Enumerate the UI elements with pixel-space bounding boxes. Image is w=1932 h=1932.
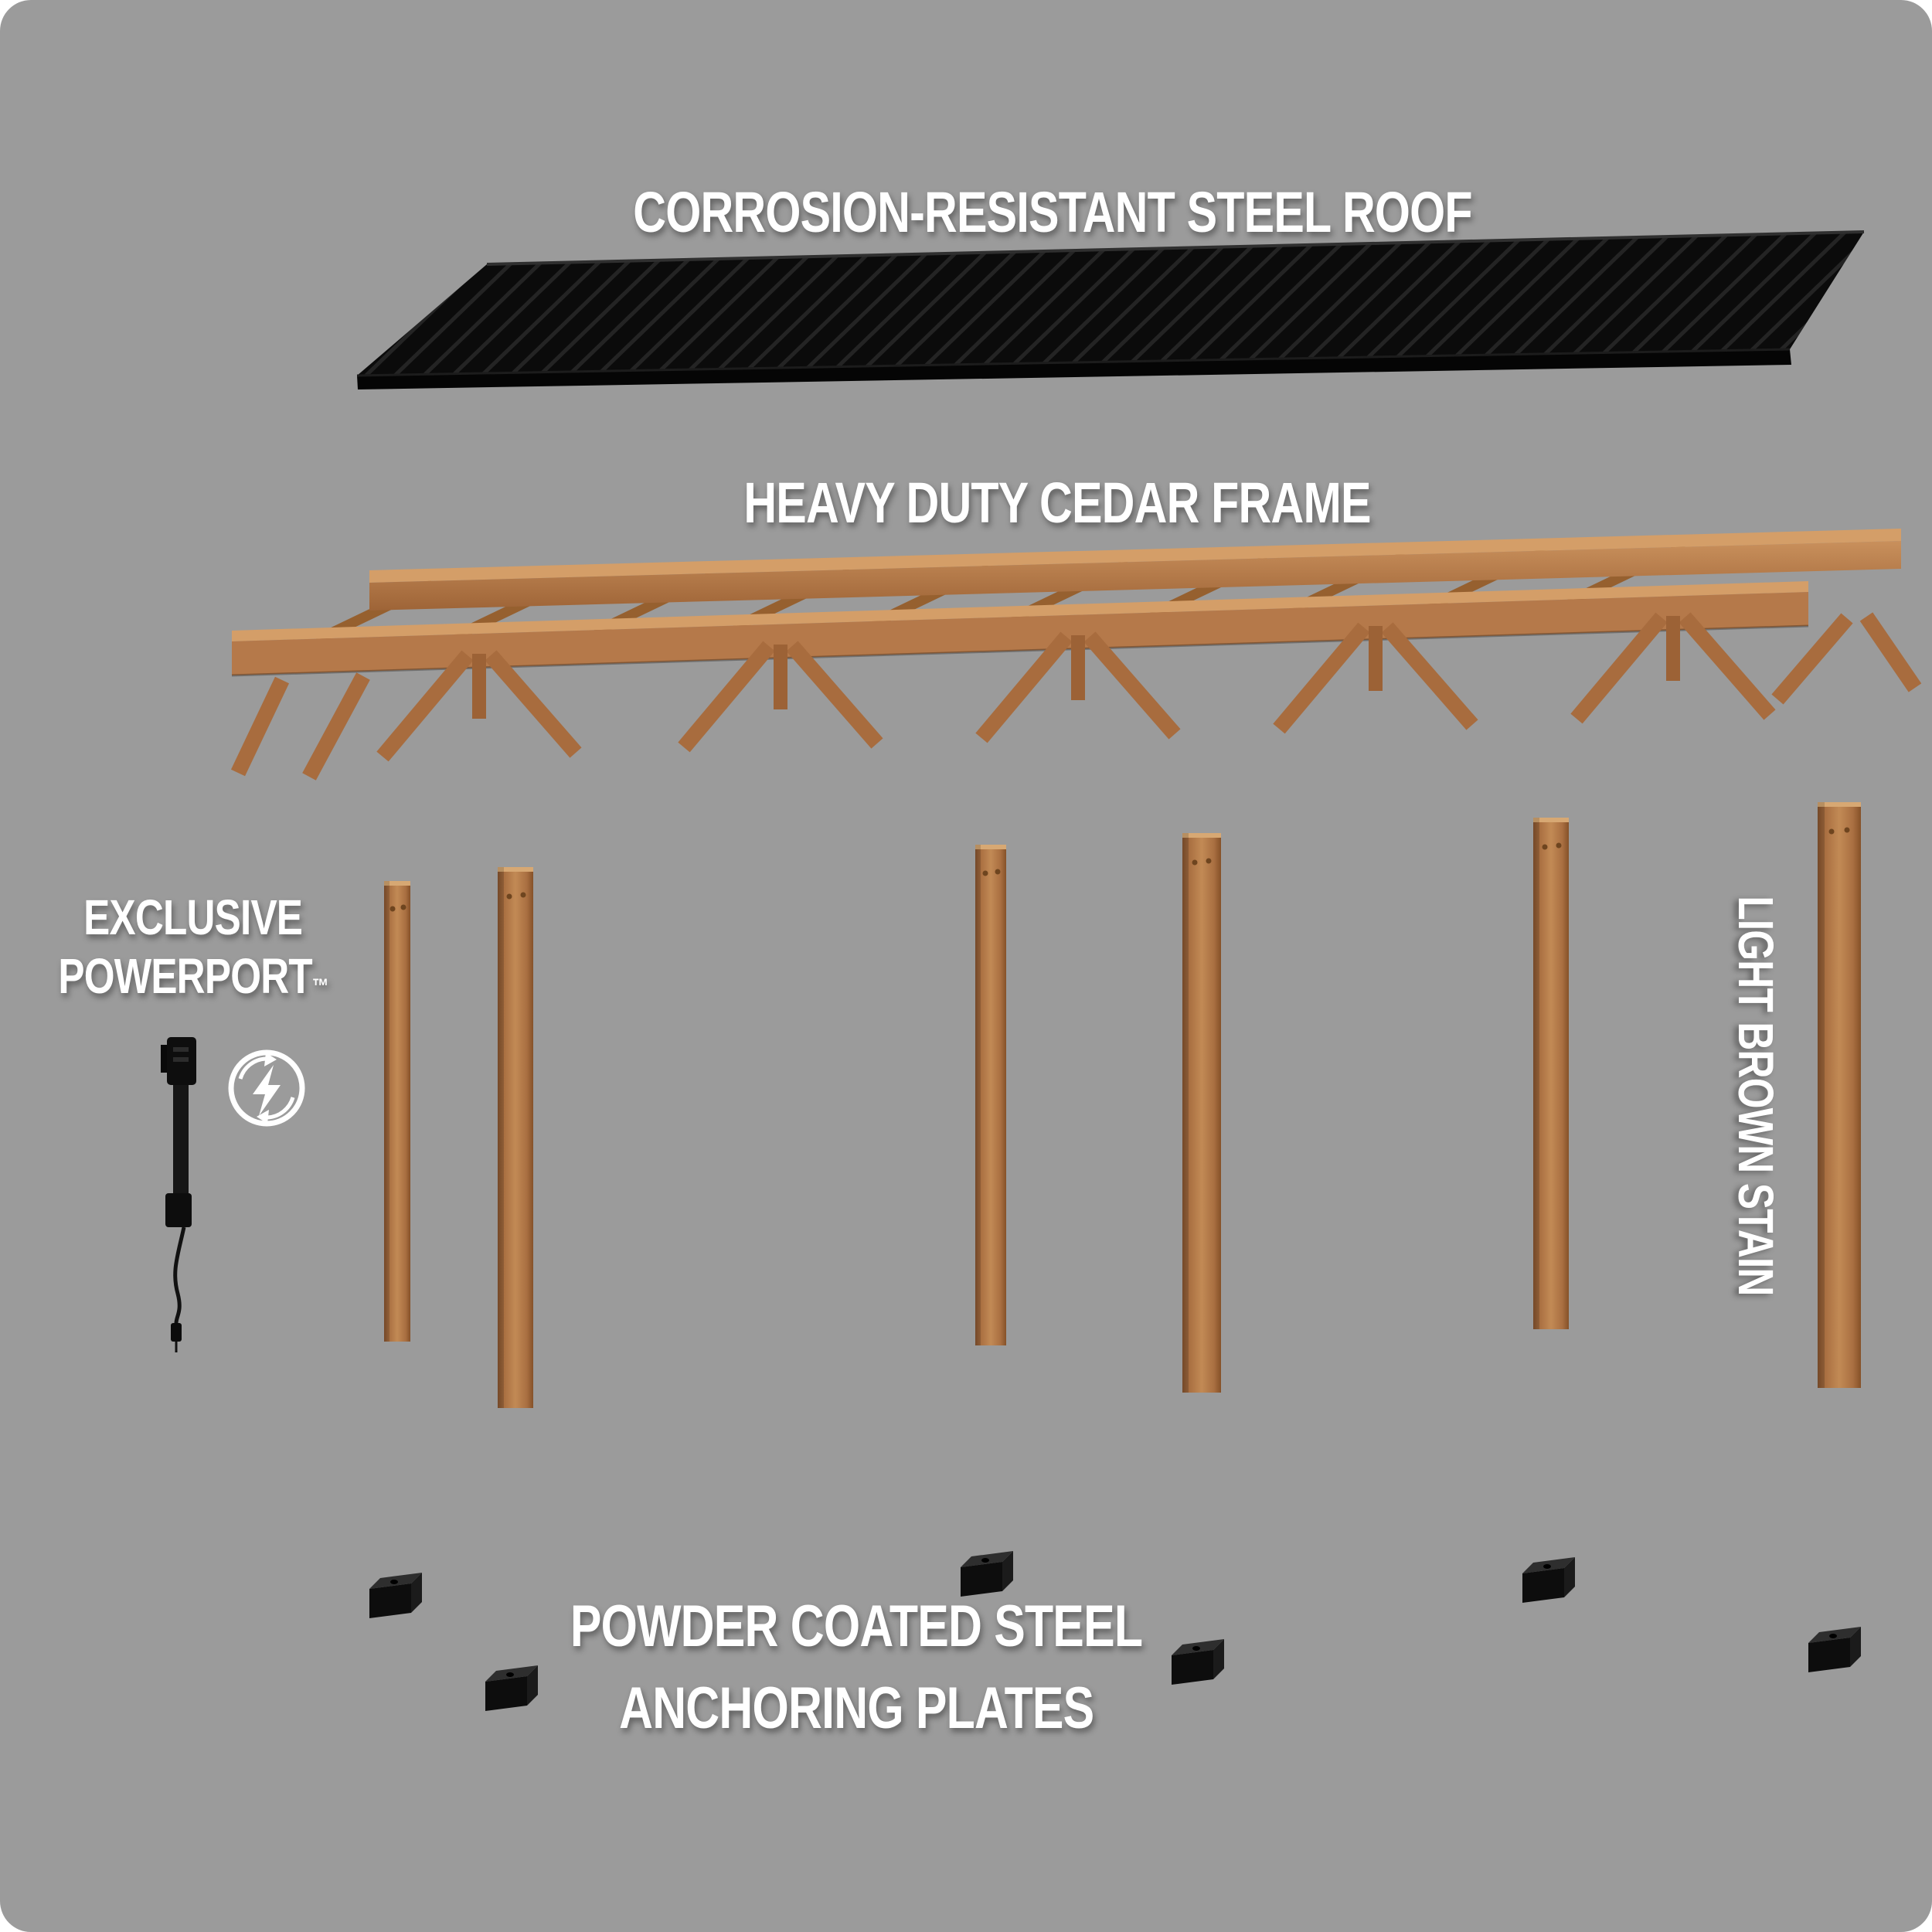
anchor-plates [369,1551,1861,1711]
frame-label: HEAVY DUTY CEDAR FRAME [665,470,1449,536]
cedar-post [384,881,410,1342]
anchor-label-line1: POWDER COATED STEEL [570,1594,1143,1659]
anchor-plate [1172,1639,1224,1685]
anchor-plate [1808,1627,1861,1672]
lightning-bolt-circle-icon [228,1049,305,1127]
cedar-post [498,867,533,1408]
frame-label-text: HEAVY DUTY CEDAR FRAME [743,471,1371,535]
cedar-post [975,845,1006,1345]
anchor-plates-label: POWDER COATED STEEL ANCHORING PLATES [498,1586,1213,1750]
anchor-label-line2: ANCHORING PLATES [618,1675,1094,1742]
cedar-posts [384,802,1861,1408]
cedar-frame [230,529,1922,781]
anchor-plate [485,1665,538,1711]
anchor-plate [369,1573,422,1618]
roof-label-text: CORROSION-RESISTANT STEEL ROOF [633,180,1472,244]
trademark-symbol: ™ [311,974,328,998]
powerport-device [161,1037,196,1352]
cedar-post [1818,802,1861,1388]
powerport-label: EXCLUSIVE POWERPORT™ [25,889,362,1005]
powerport-label-line1: EXCLUSIVE [83,889,304,945]
stain-label-text: LIGHT BROWN STAIN [1728,896,1784,1296]
steel-roof-panel [356,230,1865,389]
stain-label: LIGHT BROWN STAIN [1727,846,1784,1346]
cedar-post [1533,818,1569,1329]
anchor-plate [961,1551,1013,1597]
roof-label: CORROSION-RESISTANT STEEL ROOF [529,179,1577,245]
cedar-post [1182,833,1221,1393]
anchor-plate [1522,1557,1575,1603]
powerport-label-line2: POWERPORT™ [58,947,328,1004]
